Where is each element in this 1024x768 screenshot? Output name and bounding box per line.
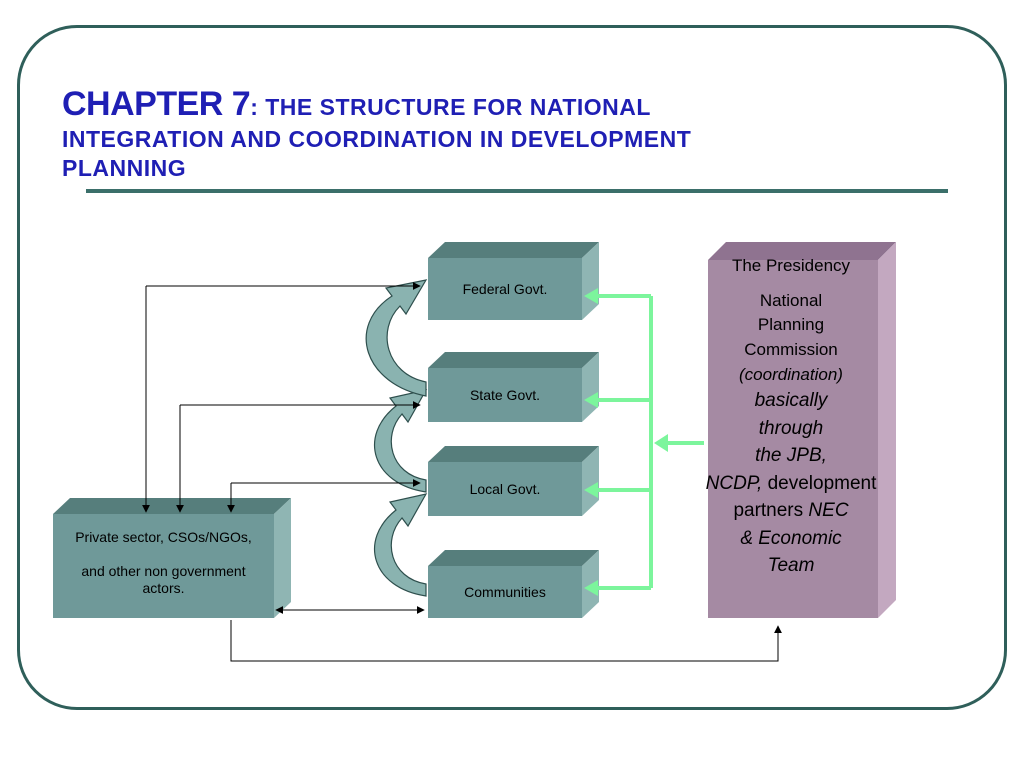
title-line-3: PLANNING	[62, 154, 187, 181]
connector-private-federal	[142, 282, 421, 513]
presidency-line-12: Team	[767, 555, 815, 577]
curved-arrow-communities-to-local	[373, 493, 428, 597]
connector-private-presidency	[230, 620, 782, 662]
curved-arrow-local-to-state	[373, 389, 428, 493]
local-box	[428, 446, 599, 516]
private-sector-box	[53, 498, 291, 618]
presidency-line-3: Planning	[757, 315, 825, 335]
state-box	[428, 352, 599, 422]
presidency-line-11: & Economic	[740, 527, 842, 549]
presidency-line-7: through	[758, 417, 824, 439]
private-sector-line-3: actors.	[142, 580, 185, 597]
presidency-line-5: (coordination)	[739, 364, 843, 384]
title-line-2: INTEGRATION AND COORDINATION IN DEVELOPM…	[62, 126, 692, 153]
presidency-line-8: the JPB,	[755, 445, 827, 467]
presidency-line-9b: development	[762, 472, 877, 494]
slide-frame	[17, 25, 1007, 710]
presidency-line-10b: NEC	[808, 500, 849, 522]
presidency-box	[708, 242, 896, 618]
presidency-text: The Presidency National Planning Commiss…	[676, 254, 906, 580]
chapter-label: CHAPTER 7	[62, 85, 251, 123]
private-sector-line-1: Private sector, CSOs/NGOs,	[75, 529, 252, 545]
green-arrows	[596, 294, 704, 590]
federal-box	[428, 242, 599, 320]
presidency-line-9a: NCDP,	[705, 472, 763, 494]
presidency-line-10a: partners	[733, 500, 809, 522]
communities-label: Communities	[464, 584, 546, 600]
federal-govt-label: Federal Govt.	[462, 281, 548, 297]
connector-private-local	[227, 479, 421, 513]
private-sector-line-2: and other non government	[81, 563, 246, 580]
connector-private-state	[176, 401, 421, 513]
title-line-1: : THE STRUCTURE FOR NATIONAL	[250, 94, 651, 120]
title-underline	[86, 189, 948, 193]
state-govt-label: State Govt.	[469, 387, 541, 403]
slide-title: CHAPTER 7: THE STRUCTURE FOR NATIONAL IN…	[62, 84, 942, 182]
local-govt-label: Local Govt.	[469, 481, 541, 497]
green-arrow-heads	[584, 288, 668, 596]
private-sector-label: Private sector, CSOs/NGOs, and other non…	[53, 529, 274, 597]
presidency-line-2: National	[759, 290, 823, 310]
presidency-line-4: Commission	[744, 339, 838, 359]
communities-box	[428, 550, 599, 618]
presidency-line-1: The Presidency	[731, 256, 851, 275]
curved-arrow-state-to-federal	[365, 279, 428, 397]
presidency-line-6: basically	[754, 390, 828, 412]
